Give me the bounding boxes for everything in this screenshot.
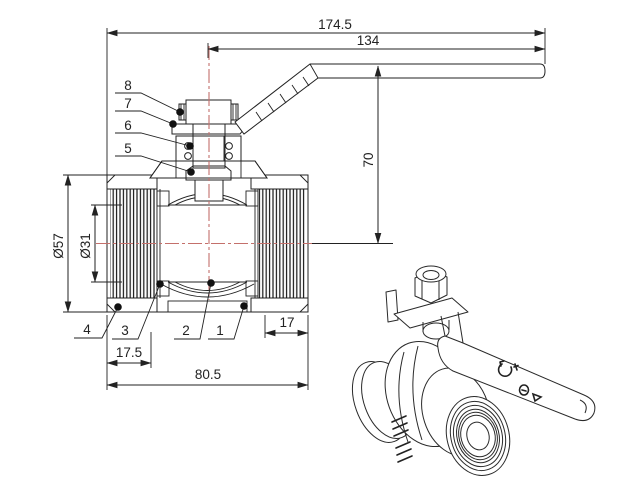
o-ring bbox=[225, 142, 233, 150]
dim-bore-diameter: Ø31 bbox=[78, 233, 93, 259]
iso-handle-stop bbox=[385, 289, 399, 323]
callout-6: 6 bbox=[124, 118, 132, 133]
iso-stem-nut bbox=[414, 265, 448, 304]
iso-threaded-opening bbox=[445, 396, 511, 476]
certification-marks bbox=[518, 384, 543, 403]
seat-ring bbox=[245, 190, 259, 207]
dim-body-length: 80.5 bbox=[195, 367, 221, 382]
dimension-lines: 174.5 134 70 Ø57 Ø31 17.5 80.5 17 bbox=[51, 17, 546, 390]
o-ring bbox=[184, 152, 192, 160]
callout-3: 3 bbox=[121, 323, 129, 338]
centerlines bbox=[96, 46, 321, 300]
rotation-direction-mark bbox=[497, 360, 519, 377]
callout-7: 7 bbox=[124, 96, 132, 111]
callout-1: 1 bbox=[216, 323, 224, 338]
isometric-view bbox=[351, 265, 596, 476]
dim-outer-diameter: Ø57 bbox=[51, 233, 66, 259]
iso-handle bbox=[437, 311, 596, 421]
callout-2: 2 bbox=[182, 323, 190, 338]
iso-knurl-marks bbox=[391, 415, 413, 463]
dim-handle-height: 70 bbox=[361, 152, 376, 167]
callout-8: 8 bbox=[124, 78, 132, 93]
sectional-view: 174.5 134 70 Ø57 Ø31 17.5 80.5 17 bbox=[51, 17, 546, 390]
part-callouts: 8 7 6 5 4 3 2 1 bbox=[74, 78, 248, 340]
o-ring bbox=[225, 152, 233, 160]
handle-section bbox=[234, 63, 546, 135]
dim-overall-length: 174.5 bbox=[318, 17, 352, 32]
seat-ring bbox=[156, 190, 170, 207]
callout-4: 4 bbox=[83, 322, 91, 337]
dim-handle-length: 134 bbox=[357, 33, 380, 48]
dim-thread-length-right: 17 bbox=[279, 315, 294, 330]
callout-5: 5 bbox=[124, 141, 132, 156]
dim-thread-length-left: 17.5 bbox=[116, 345, 142, 360]
iso-stem-collar bbox=[422, 320, 450, 340]
iso-mounting-plate bbox=[393, 297, 469, 329]
handle-plate-section bbox=[171, 123, 250, 135]
